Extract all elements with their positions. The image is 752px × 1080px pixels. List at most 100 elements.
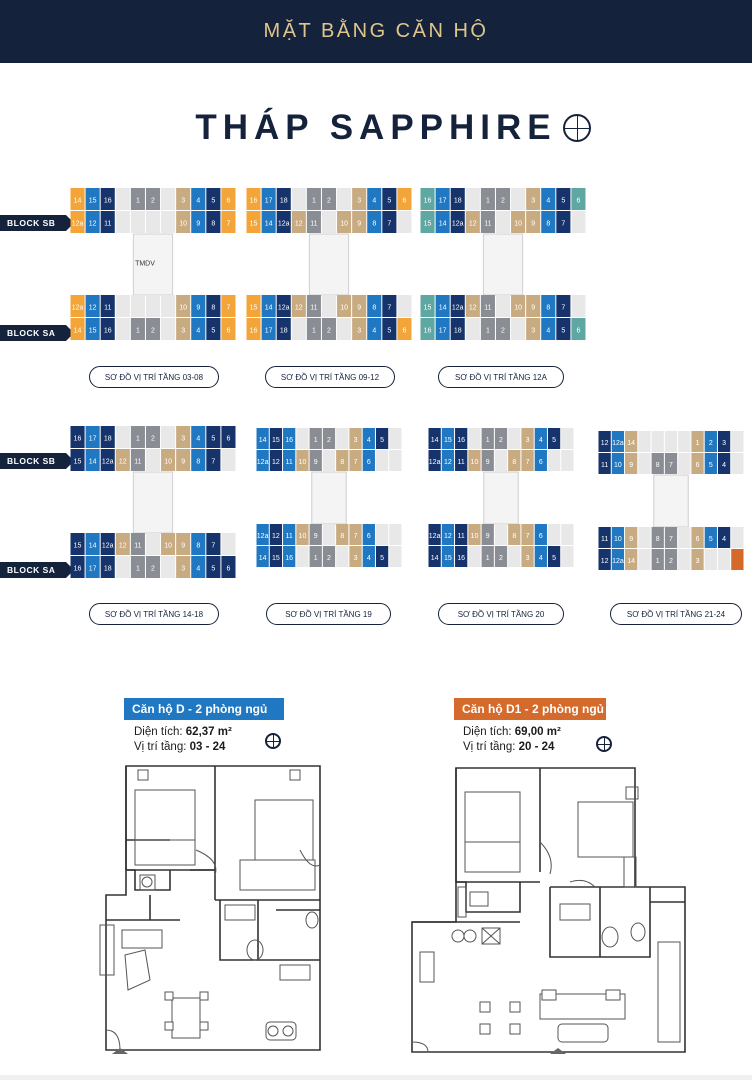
floor-label: Vị trí tầng: — [463, 741, 516, 753]
unit-number: 7 — [387, 305, 391, 312]
unit-number: 1 — [486, 555, 490, 562]
unit-cell — [598, 431, 611, 452]
unit-number: 16 — [457, 437, 465, 444]
unit-cell — [678, 549, 691, 570]
unit-cell — [598, 527, 611, 548]
unit-cell — [481, 428, 494, 449]
block-sb-label: BLOCK SB — [0, 453, 74, 469]
unit-cell — [206, 449, 221, 471]
unit-cell — [261, 188, 276, 210]
unit-cell — [349, 428, 362, 449]
unit-cell — [191, 556, 206, 578]
unit-number: 1 — [136, 328, 140, 335]
unit-cell — [161, 295, 176, 317]
unit-number: 3 — [181, 436, 185, 443]
unit-number: 17 — [439, 328, 447, 335]
unit-number: 12a — [452, 221, 464, 228]
floor-value: 03 - 24 — [189, 741, 226, 753]
unit-number: 5 — [211, 566, 215, 573]
unit-number: 10 — [614, 462, 622, 469]
unit-cell — [561, 450, 574, 471]
unit-cell — [296, 450, 309, 471]
unit-number: 5 — [387, 328, 391, 335]
unit-cell — [450, 188, 465, 210]
unit-number: 2 — [151, 566, 155, 573]
unit-number: 8 — [211, 221, 215, 228]
unit-number: 17 — [265, 198, 273, 205]
unit-cell — [480, 318, 495, 340]
unit-cell — [130, 426, 145, 448]
unit-cell — [336, 450, 349, 471]
apartment-d-info: Diện tích: 62,37 m² Vị trí tầng: 03 - 24 — [134, 725, 304, 755]
unit-number: 1 — [136, 566, 140, 573]
unit-cell — [481, 546, 494, 567]
unit-number: 1 — [696, 440, 700, 447]
unit-cell — [450, 318, 465, 340]
unit-cell — [389, 524, 402, 545]
unit-cell — [556, 211, 571, 233]
unit-number: 7 — [227, 221, 231, 228]
unit-cell — [100, 318, 115, 340]
block-sb-label: BLOCK SB — [0, 215, 74, 231]
corridor — [653, 474, 689, 528]
unit-cell — [115, 449, 130, 471]
unit-number: 12a — [612, 440, 624, 447]
unit-cell — [246, 295, 261, 317]
unit-number: 7 — [669, 536, 673, 543]
unit-number: 10 — [164, 543, 172, 550]
unit-number: 17 — [265, 328, 273, 335]
unit-number: 12 — [469, 221, 477, 228]
unit-cell — [130, 533, 145, 555]
unit-number: 4 — [196, 198, 200, 205]
unit-cell — [731, 549, 744, 570]
unit-number: 8 — [340, 533, 344, 540]
unit-number: 3 — [181, 198, 185, 205]
unit-number: 3 — [357, 328, 361, 335]
unit-number: 4 — [372, 198, 376, 205]
area-value: 69,00 m² — [514, 726, 561, 738]
unit-cell — [441, 524, 455, 545]
unit-cell — [375, 524, 389, 545]
unit-number: 5 — [211, 198, 215, 205]
unit-cell — [389, 450, 402, 471]
unit-number: 14 — [89, 543, 97, 550]
unit-number: 2 — [501, 328, 505, 335]
unit-cell — [100, 295, 115, 317]
unit-cell — [375, 546, 389, 567]
unit-number: 7 — [526, 533, 530, 540]
unit-cell — [704, 453, 717, 474]
unit-cell — [362, 450, 375, 471]
unit-cell — [206, 211, 221, 233]
unit-number: 14 — [627, 440, 635, 447]
unit-cell — [296, 524, 309, 545]
corridor — [483, 471, 519, 525]
unit-number: 3 — [531, 198, 535, 205]
unit-cell — [651, 527, 664, 548]
unit-number: 15 — [424, 221, 432, 228]
unit-number: 8 — [546, 221, 550, 228]
unit-cell — [352, 318, 367, 340]
unit-cell — [450, 211, 465, 233]
unit-number: 7 — [387, 221, 391, 228]
unit-number: 12 — [444, 533, 452, 540]
unit-cell — [435, 318, 450, 340]
unit-number: 6 — [403, 198, 407, 205]
unit-cell — [206, 295, 221, 317]
unit-cell — [428, 524, 441, 545]
unit-cell — [256, 450, 269, 471]
unit-cell — [161, 533, 176, 555]
unit-cell — [526, 211, 541, 233]
unit-number: 1 — [136, 436, 140, 443]
unit-number: 15 — [444, 555, 452, 562]
unit-cell — [145, 295, 161, 317]
unit-number: 9 — [357, 305, 361, 312]
unit-cell — [428, 428, 441, 449]
unit-number: 12a — [102, 543, 114, 550]
unit-cell — [100, 449, 115, 471]
unit-number: 1 — [486, 437, 490, 444]
unit-cell — [321, 295, 337, 317]
unit-number: 12a — [452, 305, 464, 312]
unit-cell — [261, 211, 276, 233]
